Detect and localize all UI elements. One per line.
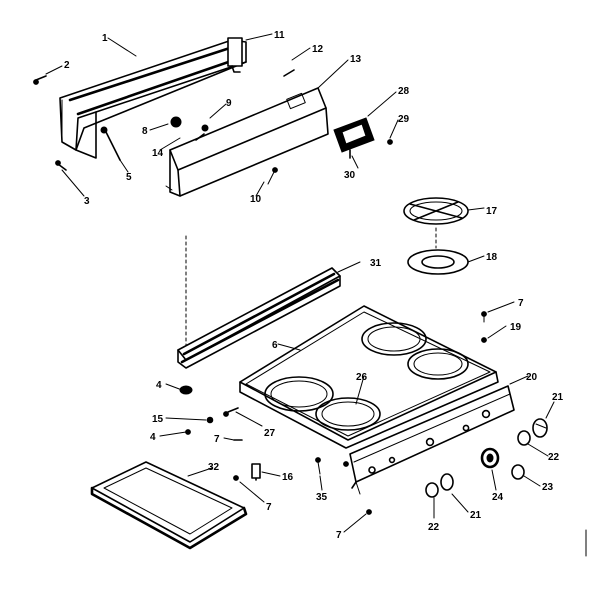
leader-lines [45, 33, 555, 533]
part-13-back-panel [165, 87, 329, 197]
callout-22a: 22 [548, 452, 560, 463]
callout-20: 20 [526, 372, 538, 383]
callout-32: 32 [208, 462, 220, 473]
valve-knob-parts [425, 418, 548, 498]
callout-27: 27 [264, 428, 276, 439]
part-17-burner-grate [403, 197, 469, 225]
callout-9: 9 [226, 98, 232, 109]
callout-15: 15 [152, 414, 164, 425]
callout-5: 5 [126, 172, 132, 183]
hardware-lower-cluster [179, 311, 487, 515]
part-28-30-bracket [333, 117, 393, 159]
callout-23: 23 [542, 482, 554, 493]
hardware-top-cluster [33, 69, 295, 185]
callout-7c: 7 [266, 502, 272, 513]
callout-29: 29 [398, 114, 410, 125]
callout-4a: 4 [156, 380, 162, 391]
callout-4b: 4 [150, 432, 156, 443]
callout-30: 30 [344, 170, 356, 181]
part-32-drip-tray [90, 461, 248, 550]
callout-12: 12 [312, 44, 324, 55]
part-18-burner-ring [407, 249, 469, 275]
callout-10: 10 [250, 194, 262, 205]
callout-16: 16 [282, 472, 294, 483]
callout-2: 2 [64, 60, 70, 71]
callout-18: 18 [486, 252, 498, 263]
callout-6: 6 [272, 340, 278, 351]
part-20-manifold-panel [349, 385, 515, 495]
part-26-cooktop [239, 305, 499, 449]
callout-13: 13 [350, 54, 362, 65]
callout-8: 8 [142, 126, 148, 137]
callout-3: 3 [84, 196, 90, 207]
callout-7a: 7 [518, 298, 524, 309]
callout-21a: 21 [552, 392, 564, 403]
callout-1: 1 [102, 33, 108, 44]
callout-31: 31 [370, 258, 382, 269]
callout-17: 17 [486, 206, 498, 217]
callout-7b: 7 [214, 434, 220, 445]
callout-28: 28 [398, 86, 410, 97]
callout-11: 11 [274, 30, 285, 41]
callout-22b: 22 [428, 522, 440, 533]
part-1-control-panel-housing [59, 37, 247, 159]
callout-24: 24 [492, 492, 504, 503]
callout-35: 35 [316, 492, 328, 503]
callout-21b: 21 [470, 510, 482, 521]
part-31-trim-strip [177, 267, 341, 369]
callout-19: 19 [510, 322, 522, 333]
callout-7d: 7 [336, 530, 342, 541]
callout-14: 14 [152, 148, 164, 159]
callout-labels: 1 2 3 4 4 5 6 7 7 7 7 8 9 10 11 12 13 14… [64, 30, 564, 541]
callout-26: 26 [356, 372, 368, 383]
